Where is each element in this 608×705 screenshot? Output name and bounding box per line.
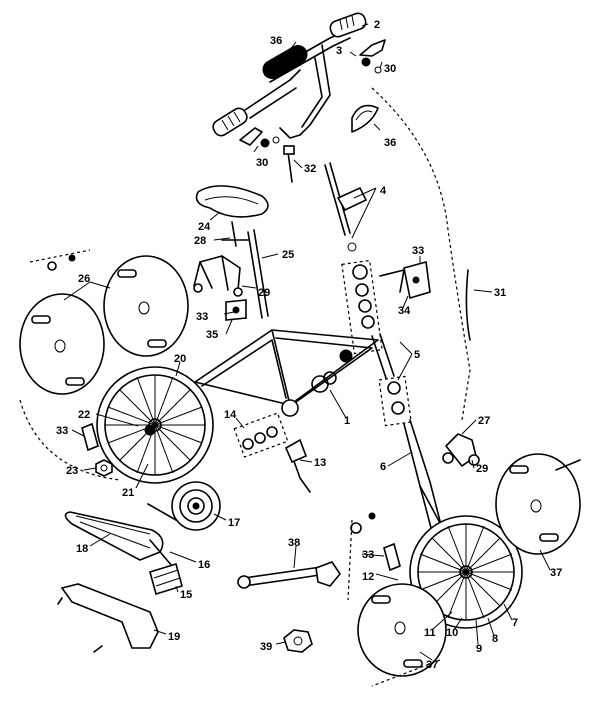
brake-cable-31 <box>371 87 471 421</box>
front-axle-hardware <box>347 512 376 601</box>
callout-37: 37 <box>426 659 438 671</box>
callout-25: 25 <box>282 249 294 261</box>
callout-11: 11 <box>424 627 436 639</box>
front-caliper-brake-27 <box>442 433 480 467</box>
callout-17: 17 <box>228 517 240 529</box>
reflector-bracket-34 <box>379 260 431 300</box>
training-wheel-bracket-38 <box>237 561 341 589</box>
callout-9: 9 <box>476 643 482 655</box>
handlebar-pad-36 <box>351 104 379 133</box>
front-wheel-disc-37-inner <box>357 583 447 687</box>
callout-8: 8 <box>492 633 498 645</box>
axle-nut-23 <box>95 459 113 477</box>
frame-1 <box>194 329 395 417</box>
callout-2: 2 <box>374 19 380 31</box>
callout-15: 15 <box>180 589 192 601</box>
seat-post-25 <box>247 229 269 319</box>
callout-37: 37 <box>550 567 562 579</box>
handlebar-foam-pad <box>262 45 308 79</box>
saddle-24 <box>195 185 269 218</box>
rear-caliper-brake-29 <box>193 255 243 297</box>
callout-29: 29 <box>476 463 488 475</box>
callout-36: 36 <box>270 35 282 47</box>
rear-wheel-disc-26-inner <box>103 255 189 357</box>
callout-29: 29 <box>258 287 270 299</box>
callout-12: 12 <box>362 571 374 583</box>
callout-19: 19 <box>168 631 180 643</box>
callout-23: 23 <box>66 465 78 477</box>
callout-39: 39 <box>260 641 272 653</box>
callout-33: 33 <box>362 549 374 561</box>
callout-20: 20 <box>174 353 186 365</box>
callout-labels: 2 36 3 30 36 30 32 4 24 28 25 33 26 29 3… <box>56 19 562 671</box>
rear-wheel-disc-26-outer <box>19 293 105 395</box>
callout-5: 5 <box>414 349 420 361</box>
callout-30: 30 <box>384 63 396 75</box>
front-wheel-disc-37-outer <box>495 453 581 555</box>
reflector-bracket-35 <box>225 299 247 321</box>
handlebar-grip-right <box>329 12 367 38</box>
handlebar-grip-left <box>212 107 248 137</box>
seat-clamp-28 <box>221 221 249 247</box>
callout-30: 30 <box>256 157 268 169</box>
callout-32: 32 <box>304 163 316 175</box>
stem-bolt-32 <box>283 145 295 183</box>
leader-lines <box>63 23 551 661</box>
chain-guard-19 <box>57 583 159 653</box>
callout-33: 33 <box>412 245 424 257</box>
callout-21: 21 <box>122 487 134 499</box>
callout-35: 35 <box>206 329 218 341</box>
callout-36: 36 <box>384 137 396 149</box>
wheel-nut-39 <box>283 629 313 653</box>
stem-4 <box>324 162 368 252</box>
headset-bearing-stack-5 <box>341 259 412 427</box>
callout-34: 34 <box>398 305 411 317</box>
crank-arm-16 <box>147 503 177 567</box>
brake-lever-right <box>359 39 386 74</box>
callout-33: 33 <box>56 425 68 437</box>
callout-13: 13 <box>314 457 326 469</box>
pedal-15 <box>149 562 183 596</box>
reflector-33-front <box>383 542 401 572</box>
callout-16: 16 <box>198 559 210 571</box>
rear-wheel-20 <box>96 366 214 484</box>
callout-38: 38 <box>288 537 300 549</box>
front-wheel-7 <box>409 515 523 629</box>
reflector-33-rear <box>81 422 99 452</box>
callout-18: 18 <box>76 543 88 555</box>
callout-27: 27 <box>478 415 490 427</box>
callout-31: 31 <box>494 287 506 299</box>
callout-10: 10 <box>446 627 458 639</box>
callout-33: 33 <box>196 311 208 323</box>
chain-18 <box>64 511 164 561</box>
chainring-17 <box>171 481 221 531</box>
rear-axle-22 <box>144 424 156 436</box>
callout-24: 24 <box>198 221 211 233</box>
callout-26: 26 <box>78 273 90 285</box>
callout-28: 28 <box>194 235 206 247</box>
callout-3: 3 <box>336 45 342 57</box>
callout-6: 6 <box>380 461 386 473</box>
callout-22: 22 <box>78 409 90 421</box>
callout-7: 7 <box>512 617 518 629</box>
kickstand-13 <box>284 438 311 493</box>
callout-14: 14 <box>224 409 237 421</box>
rear-axle-hardware-line <box>19 249 121 481</box>
callout-4: 4 <box>380 185 387 197</box>
bottom-bracket-parts-14 <box>233 371 337 458</box>
brake-lever-left <box>239 127 280 148</box>
callout-1: 1 <box>344 415 350 427</box>
